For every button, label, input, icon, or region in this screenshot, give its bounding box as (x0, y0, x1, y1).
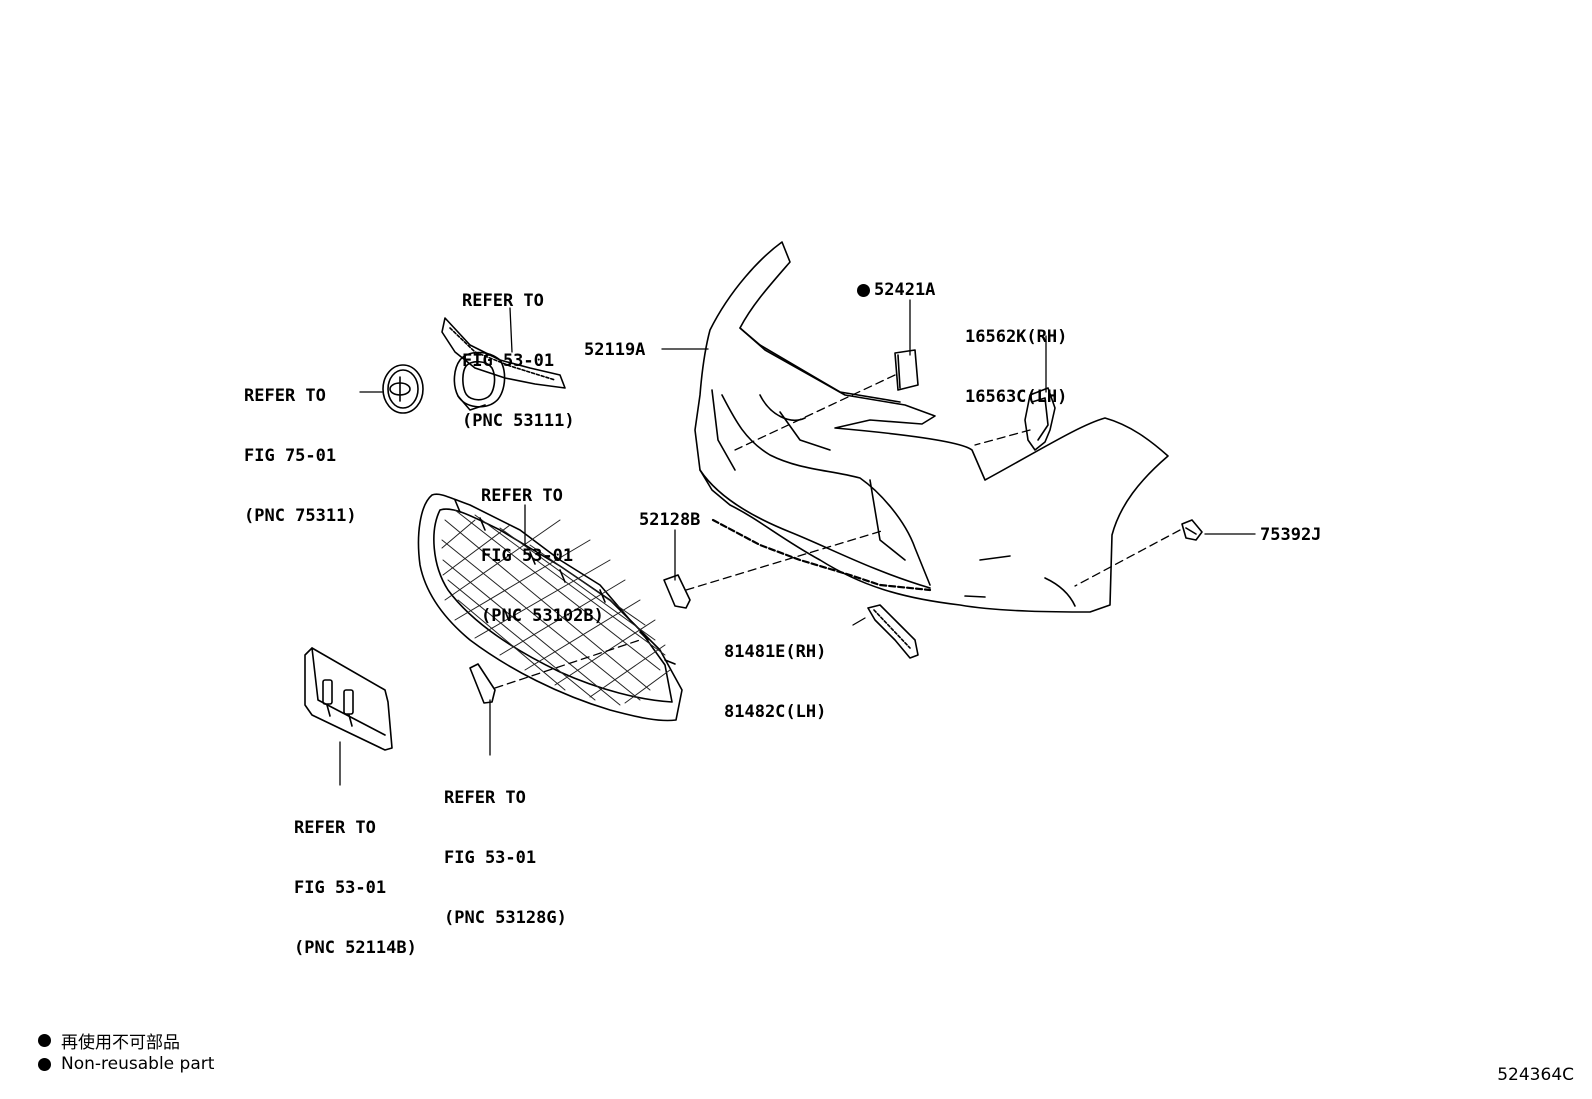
callout-line: REFER TO (294, 818, 376, 838)
callout-line: REFER TO (481, 486, 563, 506)
callout-emblem: REFER TO FIG 75-01 (PNC 75311) (244, 346, 357, 566)
part-number-bumper-pad: 52421A (857, 280, 935, 300)
callout-upper-grille: REFER TO FIG 53-01 (PNC 53111) (462, 251, 575, 471)
leader-lines (339, 299, 1256, 786)
callout-line: (PNC 53128G) (444, 908, 567, 928)
callout-line: (PNC 53102B) (481, 606, 604, 626)
callout-grille-molding: REFER TO FIG 53-01 (PNC 53128G) (444, 748, 567, 968)
license-bracket-shape (304, 647, 393, 751)
callout-line: FIG 75-01 (244, 446, 337, 466)
bumper-pad-shape (894, 349, 919, 391)
callout-line: (PNC 75311) (244, 506, 357, 526)
part-number-lower-cover: 52128B (639, 510, 701, 530)
part-number-rh: 16562K(RH) (965, 327, 1068, 347)
install-lines (494, 374, 1181, 689)
callout-line: (PNC 52114B) (294, 938, 417, 958)
seal-shape (867, 604, 919, 659)
part-number-lh: 16563C(LH) (965, 387, 1068, 407)
part-number-text: 52421A (874, 280, 936, 300)
legend-text: 再使用不可部品 (61, 1033, 180, 1053)
diagram-id: 524364C (1497, 1065, 1574, 1085)
callout-line: REFER TO (462, 291, 544, 311)
part-number-seal: 81481E(RH) 81482C(LH) (724, 602, 826, 762)
non-reusable-marker-icon (857, 283, 870, 297)
part-number-bumper-cover: 52119A (584, 340, 646, 360)
callout-line: FIG 53-01 (481, 546, 574, 566)
part-number-plug: 75392J (1260, 525, 1322, 545)
plug-shape (1181, 519, 1203, 541)
part-number-lh: 81482C(LH) (724, 702, 827, 722)
callout-line: FIG 53-01 (444, 848, 537, 868)
callout-line: (PNC 53111) (462, 411, 575, 431)
callout-line: FIG 53-01 (294, 878, 387, 898)
part-number-rh: 81481E(RH) (724, 642, 827, 662)
upper-grille-shape (441, 317, 566, 411)
part-number-side-bracket: 16562K(RH) 16563C(LH) (965, 287, 1067, 447)
non-reusable-marker-icon (38, 1034, 51, 1047)
callout-line: REFER TO (444, 788, 526, 808)
bumper-cover-shape (694, 241, 1169, 613)
legend-line-japanese: 再使用不可部品 (38, 1028, 180, 1053)
callout-lower-grille: REFER TO FIG 53-01 (PNC 53102B) (481, 446, 604, 666)
legend-text: Non-reusable part (61, 1054, 215, 1074)
lower-cover-shape (663, 574, 691, 609)
callout-line: REFER TO (244, 386, 326, 406)
side-bracket-shape (1024, 387, 1056, 451)
non-reusable-marker-icon (38, 1057, 51, 1071)
callout-line: FIG 53-01 (462, 351, 555, 371)
emblem-shape (382, 364, 424, 414)
lower-grille-shape (417, 493, 683, 722)
callout-license-bracket: REFER TO FIG 53-01 (PNC 52114B) (294, 778, 417, 998)
grille-molding-shape (469, 663, 496, 704)
legend-line-english: Non-reusable part (38, 1054, 214, 1074)
